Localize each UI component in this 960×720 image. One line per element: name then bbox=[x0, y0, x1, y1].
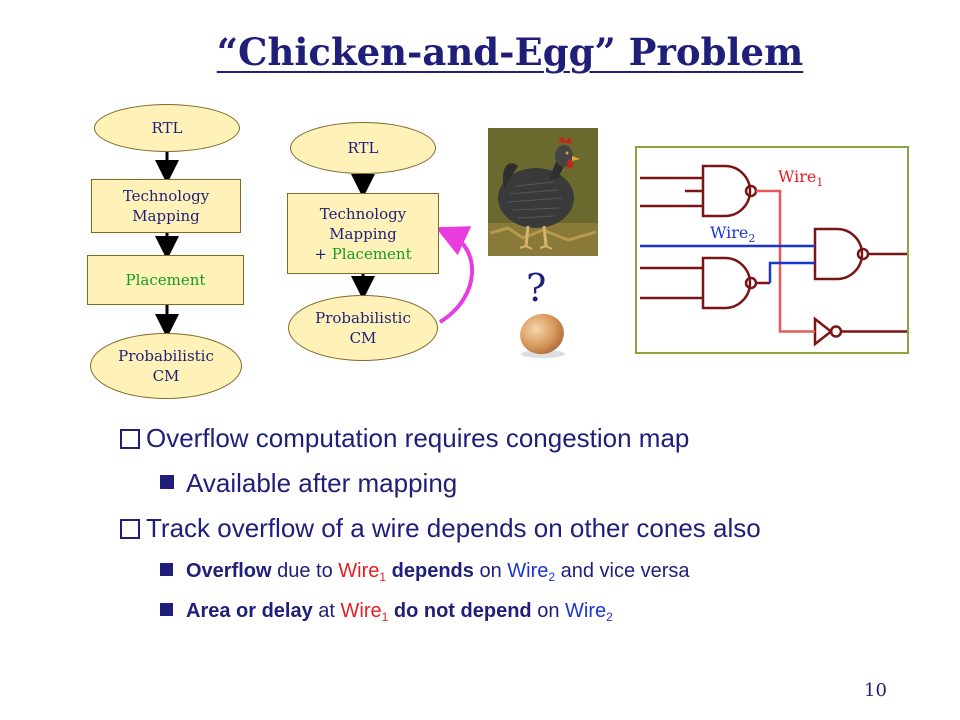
b21-wire2: Wire2 bbox=[507, 560, 556, 584]
feedback-arc bbox=[435, 226, 474, 324]
b22-t2: at bbox=[312, 600, 341, 622]
b22-wire1: Wire1 bbox=[340, 600, 389, 624]
square-bullet-icon bbox=[160, 475, 174, 489]
left-rtl-node: RTL bbox=[94, 104, 240, 152]
bullet-2-2: Area or delay at Wire1 do not depend on … bbox=[120, 593, 940, 633]
bullet-2-1: Overflow due to Wire1 depends on Wire2 a… bbox=[120, 553, 940, 593]
checkbox-bullet-icon bbox=[120, 429, 140, 449]
b21-t1: Overflow bbox=[186, 560, 272, 582]
bullet-1-1-text: Available after mapping bbox=[186, 468, 458, 498]
wire2-label: Wire2 bbox=[710, 223, 755, 245]
bullet-1-text: Overflow computation requires congestion… bbox=[146, 423, 690, 453]
bullet-1-1: Available after mapping bbox=[120, 463, 940, 508]
b21-wire1: Wire1 bbox=[338, 560, 387, 584]
mid-tech-mapping-node: Technology Mapping + Placement bbox=[287, 193, 439, 274]
square-bullet-icon bbox=[160, 603, 173, 616]
mid-tech-line1: Technology bbox=[319, 204, 407, 223]
mid-cm-line2: CM bbox=[349, 329, 377, 347]
b22-t4: do not depend bbox=[388, 600, 532, 622]
b22-t1: Area or delay bbox=[186, 600, 313, 622]
bullet-2-text: Track overflow of a wire depends on othe… bbox=[146, 513, 761, 543]
mid-tech-line2: Mapping bbox=[329, 224, 397, 243]
question-mark: ? bbox=[526, 266, 547, 310]
slide-title: “Chicken-and-Egg” Problem bbox=[216, 30, 804, 74]
left-cm-line1: Probabilistic bbox=[118, 347, 214, 365]
left-placement-label: Placement bbox=[125, 271, 206, 289]
b22-wire2: Wire2 bbox=[565, 600, 613, 624]
b21-t7: and vice versa bbox=[555, 560, 690, 582]
page-number: 10 bbox=[864, 680, 887, 701]
wire1-label: Wire1 bbox=[778, 167, 823, 189]
mid-rtl-label: RTL bbox=[347, 139, 379, 157]
mid-tech-placement: Placement bbox=[331, 244, 412, 263]
left-placement-node: Placement bbox=[87, 255, 244, 305]
b21-t5: on bbox=[473, 560, 508, 582]
circuit-diagram: Wire1 Wire2 bbox=[635, 146, 909, 354]
left-tech-line1: Technology bbox=[122, 187, 210, 205]
left-rtl-label: RTL bbox=[151, 119, 183, 137]
mid-tech-plus: + bbox=[314, 244, 327, 263]
square-bullet-icon bbox=[160, 563, 173, 576]
b22-t5: on bbox=[531, 600, 565, 622]
wire1-line bbox=[756, 189, 815, 333]
b21-t2: due to bbox=[271, 560, 339, 582]
bullet-1: Overflow computation requires congestion… bbox=[120, 418, 940, 463]
bullet-list: Overflow computation requires congestion… bbox=[120, 418, 940, 633]
b21-t4: depends bbox=[386, 560, 474, 582]
left-tech-line2: Mapping bbox=[132, 207, 200, 225]
mid-rtl-node: RTL bbox=[290, 122, 436, 174]
bullet-2: Track overflow of a wire depends on othe… bbox=[120, 508, 940, 553]
egg-image bbox=[520, 313, 565, 358]
mid-cm-line1: Probabilistic bbox=[315, 309, 411, 327]
checkbox-bullet-icon bbox=[120, 519, 140, 539]
left-cm-line2: CM bbox=[152, 367, 180, 385]
chicken-image bbox=[488, 128, 598, 256]
